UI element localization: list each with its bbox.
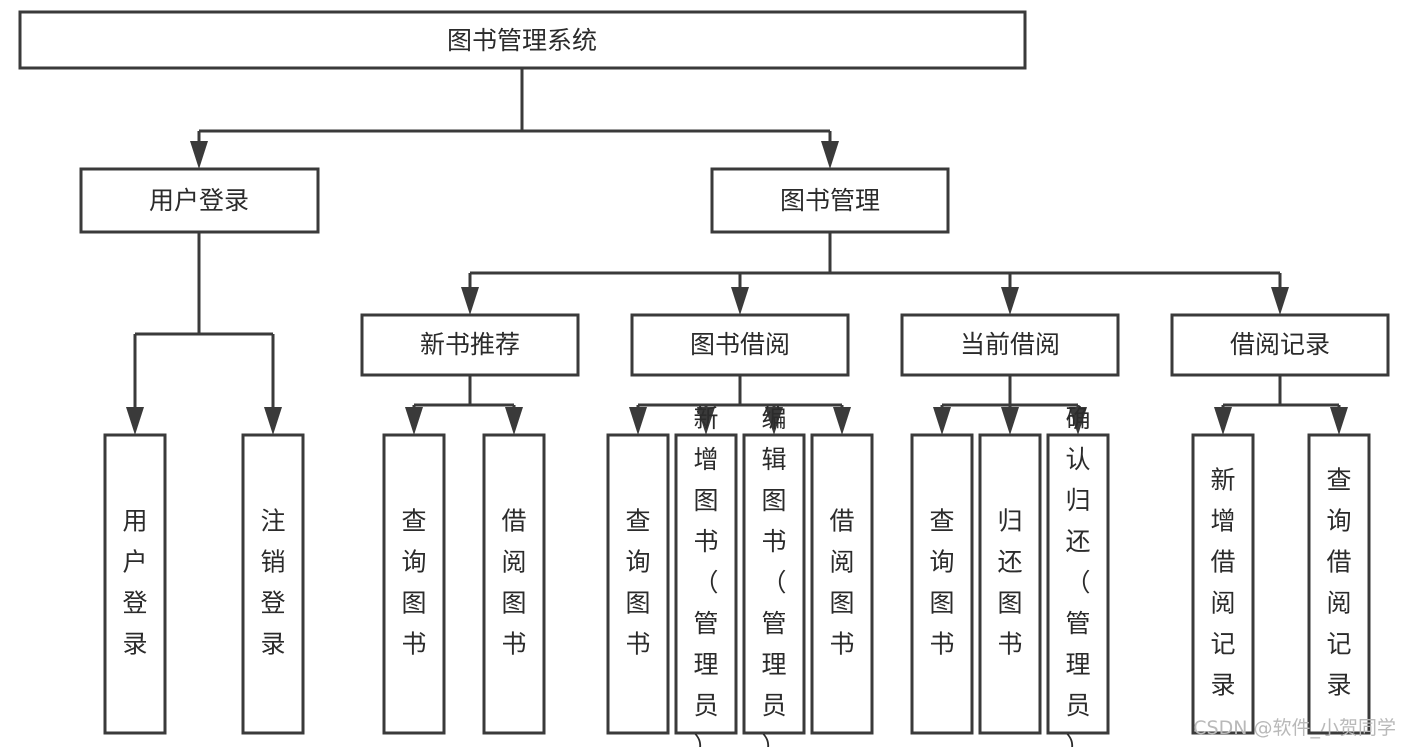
node-leaf-confirm-return-label: 确认归还（管理员） — [1065, 404, 1090, 747]
node-leaf-query-book-3-label: 查询图书 — [929, 507, 954, 659]
node-leaf-user-logout[interactable]: 注销登录 — [241, 433, 305, 735]
arrow-current-borrow-to-leaf-1 — [933, 407, 951, 435]
node-leaf-confirm-return[interactable]: 确认归还（管理员） — [1046, 404, 1110, 747]
node-leaf-query-book-3[interactable]: 查询图书 — [910, 433, 974, 735]
node-user-login[interactable]: 用户登录 — [79, 167, 320, 234]
node-book-borrow[interactable]: 图书借阅 — [630, 313, 850, 377]
node-root-label: 图书管理系统 — [447, 26, 597, 55]
node-leaf-add-record-label: 新增借阅记录 — [1210, 466, 1235, 700]
arrow-book-manage-to-new-book-rec — [461, 287, 479, 315]
arrow-book-manage-to-current-borrow — [1001, 287, 1019, 315]
node-user-login-box[interactable] — [79, 167, 320, 234]
node-leaf-query-book-1-label: 查询图书 — [401, 507, 426, 659]
node-leaf-edit-book-label: 编辑图书（管理员） — [761, 404, 786, 747]
node-leaf-borrow-book-2-label: 借阅图书 — [829, 507, 854, 659]
node-leaf-borrow-book-1-box[interactable] — [482, 433, 546, 735]
arrow-new-book-rec-to-leaf-1 — [405, 407, 423, 435]
arrow-root-to-book-manage — [821, 141, 839, 169]
node-book-manage-label: 图书管理 — [780, 186, 880, 215]
node-leaf-return-book-label: 归还图书 — [997, 507, 1022, 659]
node-borrow-record-box[interactable] — [1170, 313, 1390, 377]
node-book-manage[interactable]: 图书管理 — [710, 167, 950, 234]
arrow-root-to-user-login — [190, 141, 208, 169]
node-new-book-rec[interactable]: 新书推荐 — [360, 313, 580, 377]
arrow-book-borrow-to-leaf-4 — [833, 407, 851, 435]
node-leaf-edit-book-box[interactable] — [742, 433, 806, 735]
arrow-borrow-record-to-leaf-2 — [1330, 407, 1348, 435]
node-leaf-query-record[interactable]: 查询借阅记录 — [1307, 433, 1371, 735]
node-leaf-query-book-2-label: 查询图书 — [625, 507, 650, 659]
arrow-book-borrow-to-leaf-3 — [765, 407, 783, 435]
node-leaf-query-record-label: 查询借阅记录 — [1326, 466, 1351, 700]
node-book-borrow-label: 图书借阅 — [690, 330, 790, 359]
node-leaf-query-record-box[interactable] — [1307, 433, 1371, 735]
node-leaf-confirm-return-box[interactable] — [1046, 433, 1110, 735]
node-leaf-add-record-box[interactable] — [1191, 433, 1255, 735]
node-leaf-add-book-box[interactable] — [674, 433, 738, 735]
connector-layer — [126, 68, 1348, 435]
node-root-box[interactable] — [18, 10, 1027, 70]
node-leaf-add-book-label: 新增图书（管理员） — [693, 404, 718, 747]
node-current-borrow[interactable]: 当前借阅 — [900, 313, 1120, 377]
node-new-book-rec-box[interactable] — [360, 313, 580, 377]
node-leaf-borrow-book-2[interactable]: 借阅图书 — [810, 433, 874, 735]
arrow-user-login-to-leaf-1 — [126, 407, 144, 435]
node-leaf-borrow-book-2-box[interactable] — [810, 433, 874, 735]
arrow-current-borrow-to-leaf-2 — [1001, 407, 1019, 435]
node-leaf-user-login-label: 用户登录 — [122, 507, 147, 659]
node-root[interactable]: 图书管理系统 — [18, 10, 1027, 70]
node-leaf-user-login-box[interactable] — [103, 433, 167, 735]
node-leaf-borrow-book-1[interactable]: 借阅图书 — [482, 433, 546, 735]
arrow-current-borrow-to-leaf-3 — [1069, 407, 1087, 435]
node-current-borrow-box[interactable] — [900, 313, 1120, 377]
node-leaf-query-book-1-box[interactable] — [382, 433, 446, 735]
arrow-book-borrow-to-leaf-1 — [629, 407, 647, 435]
node-book-borrow-box[interactable] — [630, 313, 850, 377]
node-leaf-user-login[interactable]: 用户登录 — [103, 433, 167, 735]
arrow-borrow-record-to-leaf-1 — [1214, 407, 1232, 435]
node-leaf-user-logout-label: 注销登录 — [260, 507, 285, 659]
node-leaf-add-record[interactable]: 新增借阅记录 — [1191, 433, 1255, 735]
node-leaf-query-book-2[interactable]: 查询图书 — [606, 433, 670, 735]
node-leaf-return-book-box[interactable] — [978, 433, 1042, 735]
node-leaf-return-book[interactable]: 归还图书 — [978, 433, 1042, 735]
csdn-watermark: CSDN @软件_小贺同学 — [1193, 717, 1396, 739]
node-new-book-rec-label: 新书推荐 — [420, 330, 520, 359]
node-borrow-record[interactable]: 借阅记录 — [1170, 313, 1390, 377]
node-book-manage-box[interactable] — [710, 167, 950, 234]
node-leaf-user-logout-box[interactable] — [241, 433, 305, 735]
node-leaf-edit-book[interactable]: 编辑图书（管理员） — [742, 404, 806, 747]
node-borrow-record-label: 借阅记录 — [1230, 330, 1330, 359]
node-leaf-borrow-book-1-label: 借阅图书 — [501, 507, 526, 659]
node-leaf-query-book-3-box[interactable] — [910, 433, 974, 735]
arrow-user-login-to-leaf-2 — [264, 407, 282, 435]
arrow-new-book-rec-to-leaf-2 — [505, 407, 523, 435]
node-current-borrow-label: 当前借阅 — [960, 330, 1060, 359]
arrow-book-manage-to-borrow-record — [1271, 287, 1289, 315]
node-leaf-query-book-2-box[interactable] — [606, 433, 670, 735]
node-leaf-query-book-1[interactable]: 查询图书 — [382, 433, 446, 735]
node-user-login-label: 用户登录 — [149, 186, 249, 215]
arrow-book-manage-to-book-borrow — [731, 287, 749, 315]
arrow-book-borrow-to-leaf-2 — [697, 407, 715, 435]
node-leaf-add-book[interactable]: 新增图书（管理员） — [674, 404, 738, 747]
